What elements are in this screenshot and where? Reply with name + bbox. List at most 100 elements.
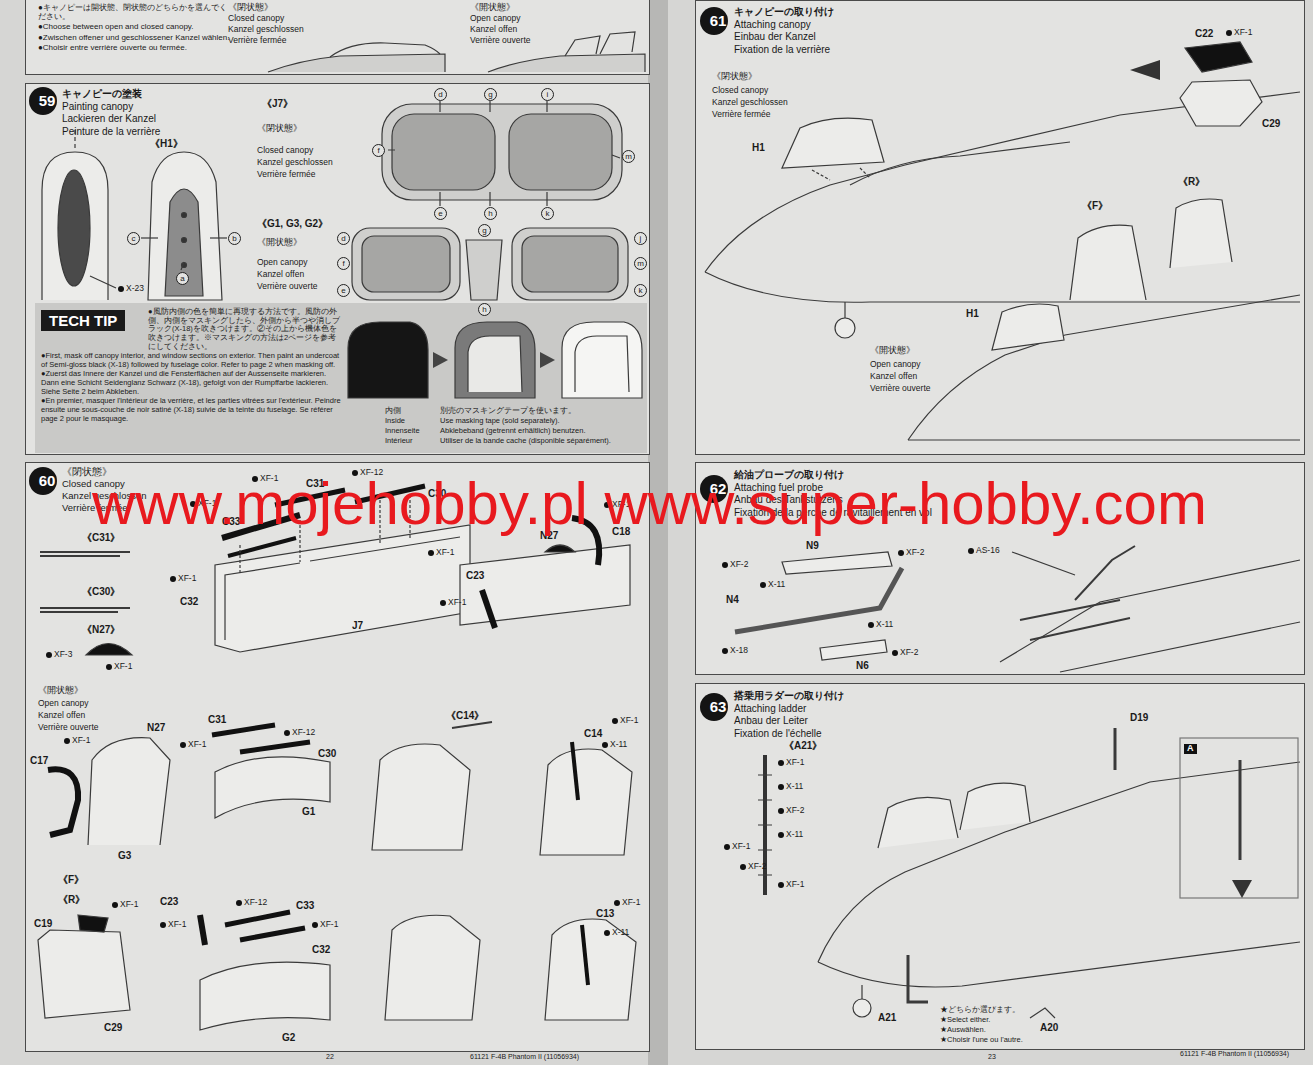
step-number-text: 60 [33,472,61,489]
paint-area-letter: h [478,303,491,316]
step-panel: キャノピーの塗装Painting canopyLackieren der Kan… [25,83,650,455]
paint-code: X-11 [602,740,627,749]
note-text: ★Auswählen. [940,1026,986,1034]
paint-code: XF-1 [112,900,138,909]
caption-text: 《閉状態》 [257,124,302,133]
paint-area-letter: g [484,88,497,101]
caption-text: 《開状態》 [38,686,83,695]
paint-area-letter: i [541,88,554,101]
caption-text: Kanzel offen [870,372,917,381]
part-number: 《F》 [58,874,84,885]
part-number: N4 [726,594,739,605]
step-number-text: 61 [704,12,732,29]
paint-code: X-11 [760,580,785,589]
instruction-text: ●Choisir entre verrière ouverte ou fermé… [38,43,233,52]
paint-area-letter: d [337,232,350,245]
page-footer: 22 [326,1053,334,1061]
note-text: Abklebeband (getrennt erhältlich) benutz… [440,427,586,435]
instruction-text: Attaching ladder [734,703,954,715]
part-number: G3 [118,850,131,861]
part-number: G1 [302,806,315,817]
instruction-text: ●Zuerst das Innere der Kanzel und die Fe… [41,370,341,396]
instruction-text: 搭乗用ラダーの取り付け [734,690,954,702]
paint-area-letter: f [337,257,350,270]
step-panel: ●キャノピーは開状態、閉状態のどちらかを選んでください。●Choose betw… [25,0,650,75]
caption-text: Open canopy [470,14,521,23]
instruction-text: ●En premier, masquer l'intérieur de la v… [41,397,341,423]
part-number: C31 [208,714,226,725]
part-number: C19 [34,918,52,929]
instruction-text: ●Choose between open and closed canopy. [38,22,233,31]
paint-code: X-11 [604,928,629,937]
caption-text: Kanzel offen [257,270,304,279]
note-text: Inside [385,417,405,425]
note-text: Utiliser de la bande cache (disponible s… [440,437,611,445]
paint-code: XF-1 [612,716,638,725]
note-text: ★Select either. [940,1016,990,1024]
paint-area-letter: b [228,232,241,245]
page-footer: 61121 F-4B Phantom II (11056934) [470,1053,579,1061]
paint-code: XF-1 [428,548,454,557]
note-text: Intérieur [385,437,413,445]
watermark: www.mojehobby.pl www.super-hobby.com [92,474,1207,534]
paint-area-letter: j [634,232,647,245]
paint-area-letter: e [434,207,447,220]
paint-code: X-11 [778,830,803,839]
paint-area-letter: g [478,224,491,237]
paint-code: XF-1 [312,920,338,929]
caption-text: Open canopy [257,258,308,267]
instruction-text: Einbau der Kanzel [734,31,954,43]
caption-text: Closed canopy [712,86,768,95]
part-number: 《R》 [1178,176,1205,187]
instruction-text: ●風防内側の色を簡単に再現する方法です。風防の外側、内側をマスキングしたら、外側… [148,308,343,351]
paint-area-letter: h [484,207,497,220]
caption-text: Verrière ouverte [470,36,530,45]
caption-text: Verrière fermée [257,170,316,179]
instruction-text: キャノピーの塗装 [62,88,262,100]
paint-code: XF-1 [614,898,640,907]
step-number: 63 [700,693,728,721]
part-number: C14 [584,728,602,739]
part-number: 《A21》 [784,740,822,751]
paint-area-letter: k [634,284,647,297]
paint-code: X-23 [118,284,144,293]
caption-text: Kanzel geschlossen [257,158,333,167]
paint-area-letter: m [622,150,635,163]
instruction-text: Lackieren der Kanzel [62,113,262,125]
caption-text: Kanzel geschlossen [712,98,788,107]
caption-text: Verrière fermée [712,110,771,119]
paint-code: XF-1 [106,662,132,671]
paint-area-letter: f [372,144,385,157]
instruction-text: Anbau der Leiter [734,715,954,727]
step-panel: 《閉状態》Closed canopyKanzel geschlossenVerr… [25,462,650,1052]
paint-code: XF-1 [64,736,90,745]
part-number: N9 [806,540,819,551]
part-number: A20 [1040,1022,1058,1033]
caption-text: Kanzel offen [38,711,85,720]
paint-code: XF-3 [46,650,72,659]
instruction-text: Attaching canopy [734,19,954,31]
paint-code: XF-2 [778,806,804,815]
instruction-text: Painting canopy [62,101,262,113]
note-text: 別売のマスキングテープを使います。 [440,407,576,415]
paint-code: XF-12 [236,898,267,907]
paint-code: XF-12 [284,728,315,737]
part-number: 《H1》 [150,138,183,149]
caption-text: 《閉状態》 [228,3,273,12]
part-number: C32 [180,596,198,607]
part-number: C29 [1262,118,1280,129]
part-number: D19 [1130,712,1148,723]
instruction-text: Fixation de l'échelle [734,728,954,740]
caption-text: Verrière fermée [228,36,287,45]
part-number: 《R》 [58,894,85,905]
caption-text: Verrière ouverte [38,723,98,732]
part-number: H1 [966,308,979,319]
paint-code: XF-1 [778,880,804,889]
part-number: 《J7》 [262,98,293,109]
paint-area-letter: a [176,272,189,285]
caption-text: Verrière ouverte [870,384,930,393]
paint-area-letter: c [127,232,140,245]
page-footer: 23 [988,1053,996,1061]
caption-text: Closed canopy [228,14,284,23]
note-text: ★どちらか選びます。 [940,1006,1020,1014]
